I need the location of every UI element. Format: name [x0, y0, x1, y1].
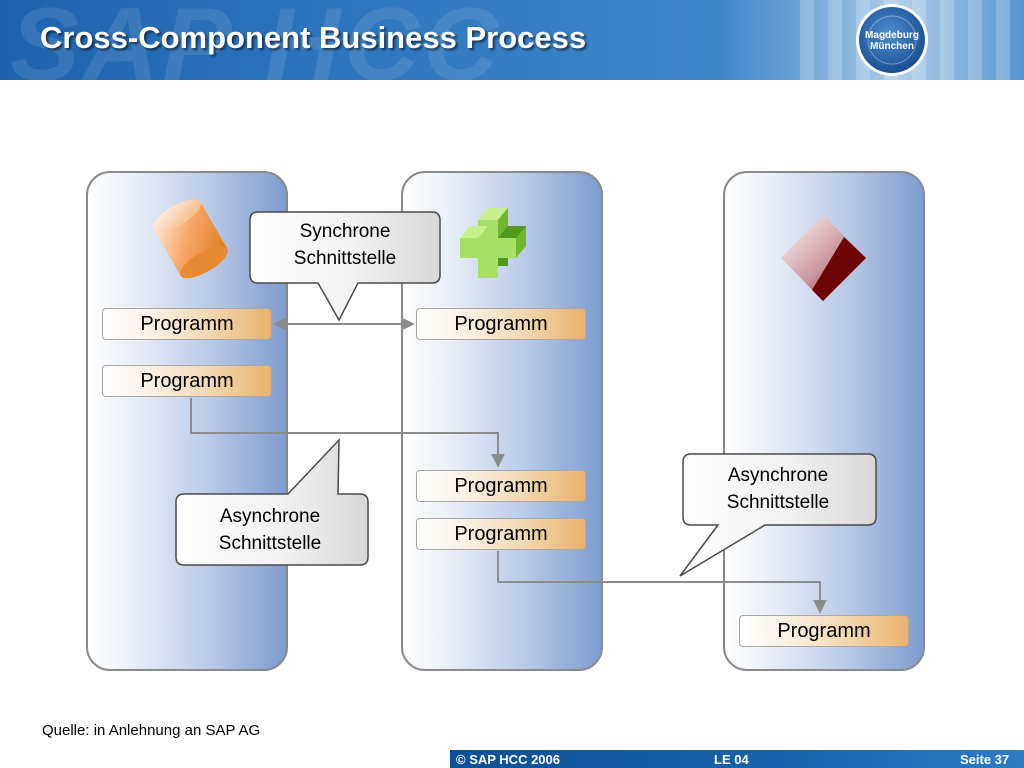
- program-box-col2-2: Programm: [416, 470, 586, 502]
- footer-bar: [450, 750, 1024, 768]
- logo-label: Magdeburg München: [852, 30, 932, 52]
- logo-icon: [856, 4, 928, 76]
- program-box-col2-1: Programm: [416, 308, 586, 340]
- logo-line-1: Magdeburg: [865, 30, 919, 41]
- program-box-col3-1: Programm: [739, 615, 909, 647]
- callout-sync-line-2: Schnittstelle: [293, 248, 397, 269]
- source-note: Quelle: in Anlehnung an SAP AG: [42, 722, 261, 739]
- callout-sync: Synchrone Schnittstelle: [255, 218, 435, 272]
- callout-async-left-shape: [175, 438, 369, 566]
- program-box-col1-2: Programm: [102, 365, 272, 397]
- async-connector-1: [190, 398, 505, 468]
- page-title: Cross-Component Business Process: [40, 20, 587, 55]
- header-banner: SAP HCC Cross-Component Business Process: [0, 0, 1024, 80]
- cross-icon: [460, 208, 526, 278]
- program-box-col1-1: Programm: [102, 308, 272, 340]
- callout-async-right-line-2: Schnittstelle: [726, 492, 830, 513]
- footer-page-number: Seite 37: [960, 752, 1010, 767]
- callout-async-left: Asynchrone Schnittstelle: [180, 503, 360, 557]
- diamond-icon: [781, 215, 866, 301]
- callout-async-left-line-2: Schnittstelle: [218, 533, 322, 554]
- logo-line-2: München: [870, 41, 914, 52]
- callout-async-right: Asynchrone Schnittstelle: [688, 462, 868, 516]
- program-box-col2-3: Programm: [416, 518, 586, 550]
- footer-copyright: © SAP HCC 2006: [456, 752, 560, 767]
- footer-unit: LE 04: [714, 752, 749, 767]
- callout-sync-line-1: Synchrone: [299, 221, 391, 242]
- cylinder-icon: [153, 199, 228, 279]
- callout-sync-shape: [249, 211, 441, 322]
- header-watermark: SAP HCC: [10, 0, 503, 80]
- callout-async-right-shape: [679, 453, 877, 577]
- header-divider: [0, 80, 1024, 82]
- callout-async-right-line-1: Asynchrone: [727, 465, 829, 486]
- callout-async-left-line-1: Asynchrone: [219, 506, 321, 527]
- async-connector-2: [497, 551, 827, 614]
